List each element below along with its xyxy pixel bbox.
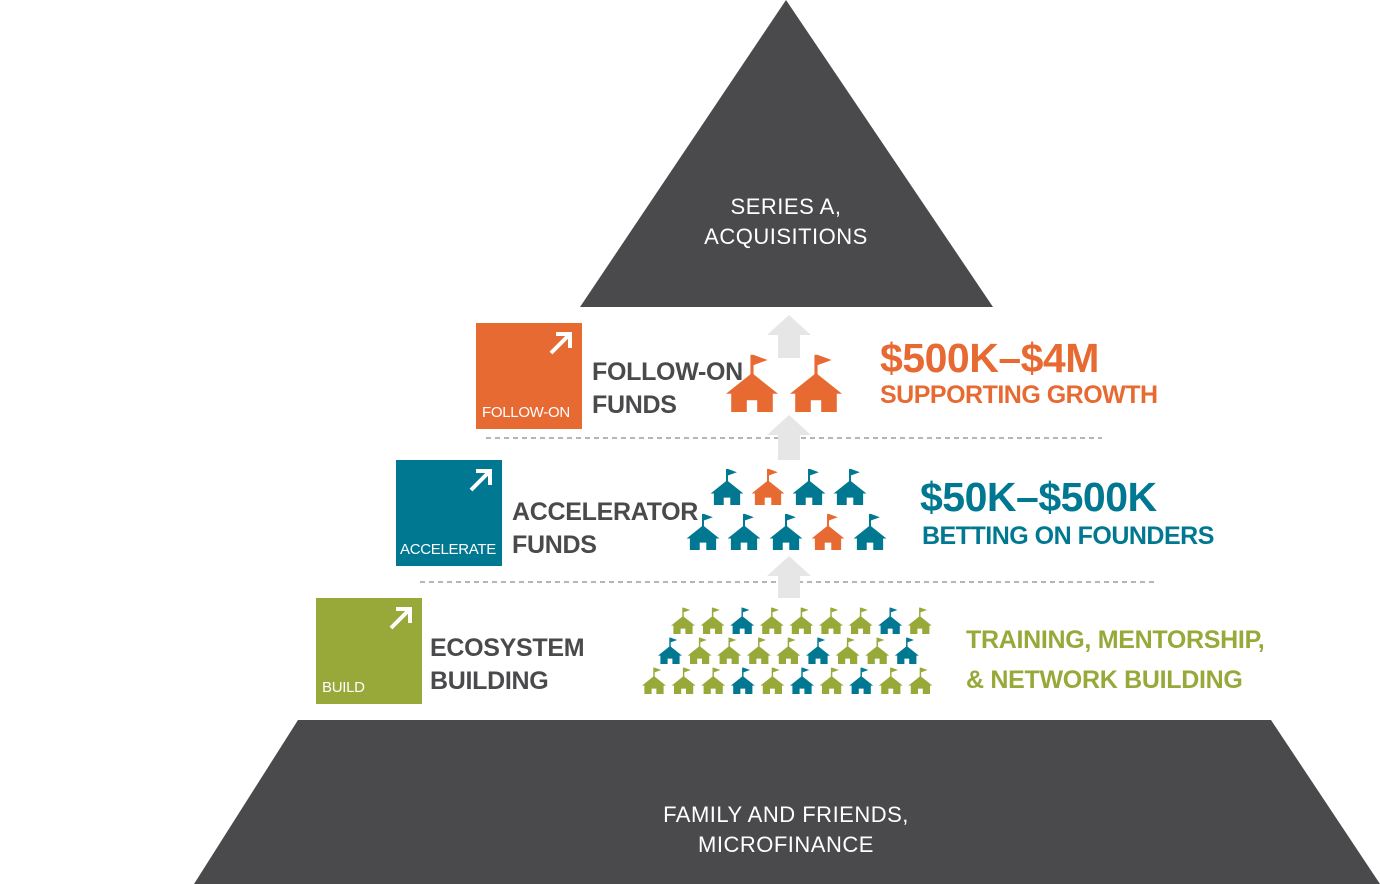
build-description: TRAINING, MENTORSHIP, & NETWORK BUILDING xyxy=(966,620,1265,700)
follow-on-title-line-2: FUNDS xyxy=(592,391,677,419)
accelerate-title: ACCELERATOR FUNDS xyxy=(512,496,698,562)
house-icon xyxy=(833,468,867,505)
house-icon xyxy=(726,354,778,412)
arrow-up-right-icon xyxy=(469,469,492,492)
house-icon xyxy=(727,513,761,550)
accelerate-title-line-2: FUNDS xyxy=(512,531,597,559)
house-icon xyxy=(878,667,903,694)
startup-houses xyxy=(642,354,933,694)
house-icon xyxy=(848,607,873,634)
base-trapezoid xyxy=(194,720,1380,884)
build-title: ECOSYSTEM BUILDING xyxy=(430,632,585,698)
growth-arrow xyxy=(767,556,811,598)
house-icon xyxy=(908,667,933,694)
growth-arrow xyxy=(767,415,811,460)
house-icon xyxy=(853,513,887,550)
growth-arrows xyxy=(767,315,811,598)
follow-on-badge: FOLLOW-ON xyxy=(476,323,582,429)
house-icon xyxy=(687,637,712,664)
house-icon xyxy=(790,354,842,412)
base-line-1: FAMILY AND FRIENDS, xyxy=(663,802,909,827)
follow-on-badge-label: FOLLOW-ON xyxy=(482,404,570,421)
house-icon xyxy=(878,607,903,634)
arrow-up-right-icon xyxy=(549,332,572,355)
house-icon xyxy=(789,607,814,634)
base-line-2: MICROFINANCE xyxy=(698,832,874,857)
house-icon xyxy=(658,637,682,664)
apex-line-1: SERIES A, xyxy=(730,194,842,219)
house-icon xyxy=(642,667,666,694)
house-icon xyxy=(730,667,755,694)
house-icon xyxy=(746,637,771,664)
house-icon xyxy=(819,667,844,694)
accelerate-title-line-1: ACCELERATOR xyxy=(512,498,699,526)
accelerate-badge: ACCELERATE xyxy=(396,460,502,566)
follow-on-tagline: SUPPORTING GROWTH xyxy=(880,381,1158,409)
house-icon xyxy=(819,607,843,634)
house-icon xyxy=(792,468,826,505)
house-icon xyxy=(717,637,742,664)
accelerate-badge-label: ACCELERATE xyxy=(400,541,496,558)
apex-line-2: ACQUISITIONS xyxy=(704,224,868,249)
follow-on-title: FOLLOW-ON FUNDS xyxy=(592,356,743,422)
house-icon xyxy=(710,468,744,505)
house-icon xyxy=(671,607,695,634)
house-icon xyxy=(700,607,725,634)
house-icon xyxy=(806,637,830,664)
house-icon xyxy=(751,468,785,505)
growth-arrow xyxy=(767,315,811,358)
house-icon xyxy=(686,513,720,550)
house-icon xyxy=(811,513,845,550)
follow-on-amount: $500K–$4M xyxy=(880,335,1099,381)
follow-on-title-line-1: FOLLOW-ON xyxy=(592,358,743,386)
apex-triangle xyxy=(580,0,993,307)
build-title-line-2: BUILDING xyxy=(430,667,549,695)
house-icon xyxy=(907,607,932,634)
build-badge-label: BUILD xyxy=(322,679,365,696)
house-icon xyxy=(760,667,785,694)
house-icon xyxy=(730,607,755,634)
house-icon xyxy=(759,607,784,634)
apex-label: SERIES A, ACQUISITIONS xyxy=(636,192,936,252)
build-description-line-1: TRAINING, MENTORSHIP, xyxy=(966,626,1265,654)
house-icon xyxy=(776,637,801,664)
accelerate-tagline: BETTING ON FOUNDERS xyxy=(922,522,1214,550)
build-description-line-2: & NETWORK BUILDING xyxy=(966,666,1243,694)
house-icon xyxy=(769,513,803,550)
house-icon xyxy=(701,667,726,694)
build-badge: BUILD xyxy=(316,598,422,704)
arrow-up-right-icon xyxy=(389,607,412,630)
base-label: FAMILY AND FRIENDS, MICROFINANCE xyxy=(586,800,986,860)
build-title-line-1: ECOSYSTEM xyxy=(430,634,585,662)
house-icon xyxy=(849,667,874,694)
house-icon xyxy=(894,637,919,664)
accelerate-amount: $50K–$500K xyxy=(920,474,1157,520)
house-icon xyxy=(865,637,890,664)
house-icon xyxy=(835,637,860,664)
house-icon xyxy=(790,667,814,694)
house-icon xyxy=(671,667,696,694)
